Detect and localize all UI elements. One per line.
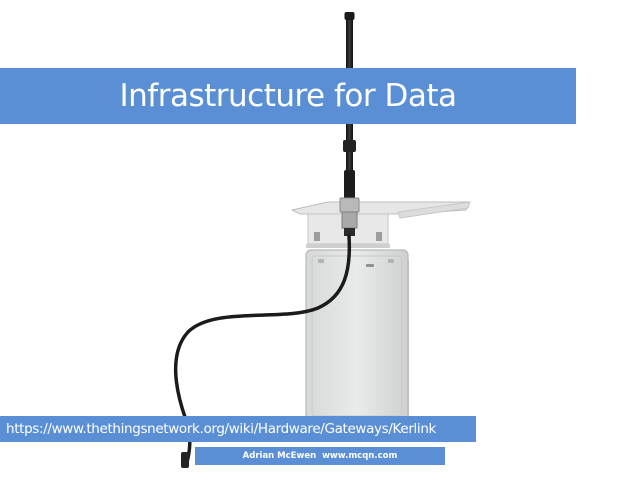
slide-title: Infrastructure for Data <box>119 78 457 114</box>
source-url-banner: https://www.thethingsnetwork.org/wiki/Ha… <box>0 416 476 442</box>
source-url: https://www.thethingsnetwork.org/wiki/Ha… <box>6 421 437 437</box>
credit-banner: Adrian McEwen www.mcqn.com <box>195 447 445 465</box>
antenna-connector <box>339 197 360 236</box>
author-credit: Adrian McEwen www.mcqn.com <box>242 451 398 461</box>
mounting-bracket <box>290 201 471 248</box>
title-banner: Infrastructure for Data <box>0 68 576 124</box>
gateway-enclosure <box>305 249 409 423</box>
cable-plug <box>181 452 189 468</box>
